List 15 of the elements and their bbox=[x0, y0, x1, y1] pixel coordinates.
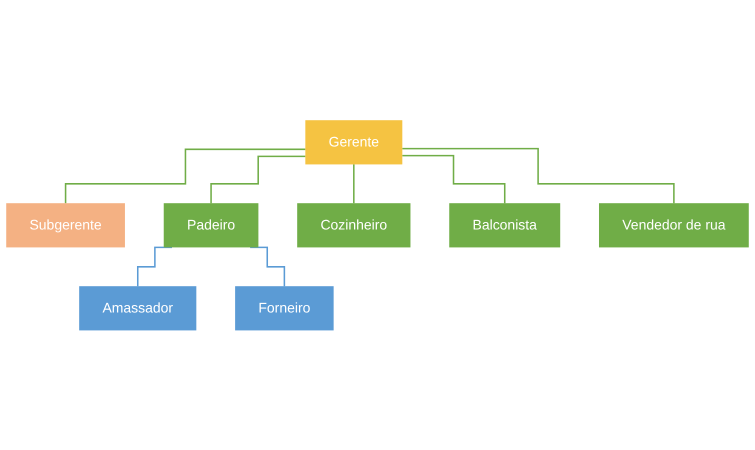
connector bbox=[353, 163, 355, 204]
node-box: Amassador bbox=[79, 286, 196, 330]
connector bbox=[402, 148, 675, 204]
connector bbox=[210, 155, 306, 204]
connector bbox=[250, 246, 286, 287]
connector bbox=[402, 154, 506, 204]
node-box: Balconista bbox=[449, 202, 560, 248]
node-box: Gerente bbox=[305, 120, 402, 164]
node-box: Subgerente bbox=[6, 202, 125, 248]
connector bbox=[64, 148, 306, 204]
node-box: Forneiro bbox=[235, 286, 334, 330]
node-box: Padeiro bbox=[164, 202, 258, 248]
node-box: Cozinheiro bbox=[297, 202, 410, 248]
connector bbox=[136, 246, 172, 287]
node-box: Vendedor de rua bbox=[599, 202, 749, 248]
